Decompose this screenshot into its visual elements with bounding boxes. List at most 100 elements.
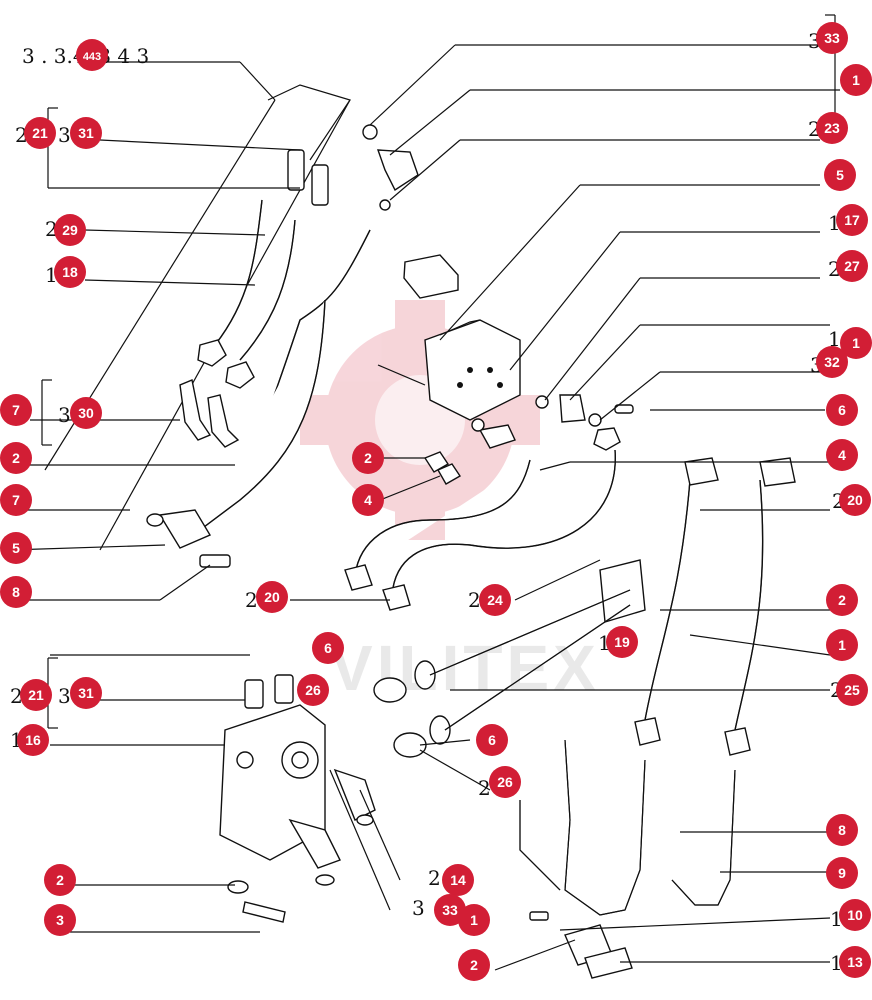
callout-badge-circle (836, 250, 868, 282)
callout-badge-c27[interactable]: 27 (836, 250, 868, 282)
callout-badge-c6b[interactable]: 6 (312, 632, 344, 664)
callout-badge-label: 17 (844, 212, 860, 228)
callout-badge-label: 26 (497, 774, 513, 790)
callout-badge-label: 6 (324, 640, 332, 656)
callout-badge-c25[interactable]: 25 (836, 674, 868, 706)
callout-badge-label: 2 (838, 592, 846, 608)
callout-badge-c1b[interactable]: 1 (458, 904, 490, 936)
callout-badge-c23[interactable]: 23 (816, 112, 848, 144)
callout-badge-c6a[interactable]: 6 (826, 394, 858, 426)
callout-badge-c4a[interactable]: 4 (826, 439, 858, 471)
callout-badge-c1-top[interactable]: 1 (840, 64, 872, 96)
callout-badge-circle (840, 327, 872, 359)
callout-badge-c29[interactable]: 29 (54, 214, 86, 246)
callout-badge-c19[interactable]: 19 (606, 626, 638, 658)
callout-badge-c9[interactable]: 9 (826, 857, 858, 889)
callout-badge-label: 19 (614, 634, 630, 650)
callout-badge-c30[interactable]: 30 (70, 397, 102, 429)
svg-text:3: 3 (58, 684, 71, 708)
callout-badge-c6c[interactable]: 6 (476, 724, 508, 756)
callout-badge-c18[interactable]: 18 (54, 256, 86, 288)
callout-badge-circle (256, 581, 288, 613)
callout-badge-c32[interactable]: 32 (816, 346, 848, 378)
callout-badge-c443[interactable]: 443 (76, 39, 108, 71)
callout-badge-c2d[interactable]: 2 (44, 864, 76, 896)
callout-badge-c8b[interactable]: 8 (0, 576, 32, 608)
callout-badge-c16[interactable]: 16 (17, 724, 49, 756)
callout-badge-c14[interactable]: 14 (442, 864, 474, 896)
callout-badge-c4b[interactable]: 4 (352, 484, 384, 516)
callout-badge-c17[interactable]: 17 (836, 204, 868, 236)
callout-badge-circle (826, 439, 858, 471)
callout-badge-c2c[interactable]: 2 (352, 442, 384, 474)
callout-badge-circle (54, 256, 86, 288)
callout-badge-c3[interactable]: 3 (44, 904, 76, 936)
callout-badge-circle (839, 899, 871, 931)
leader-lines (9, 14, 840, 971)
callout-badge-circle (70, 117, 102, 149)
callout-badge-circle (24, 117, 56, 149)
callout-badge-circle (458, 949, 490, 981)
callout-badge-c7a[interactable]: 7 (0, 394, 32, 426)
callout-badge-c2a[interactable]: 2 (826, 584, 858, 616)
callout-badge-label: 21 (28, 687, 44, 703)
callout-badge-label: 10 (847, 907, 863, 923)
callout-badge-circle (312, 632, 344, 664)
callout-badge-label: 2 (470, 957, 478, 973)
callout-badge-c33-top[interactable]: 33 (816, 22, 848, 54)
callout-badge-label: 1 (838, 637, 846, 653)
callout-badge-c24[interactable]: 24 (479, 584, 511, 616)
callout-badge-label: 7 (12, 402, 20, 418)
callout-badge-label: 23 (824, 120, 840, 136)
callout-badge-label: 33 (442, 902, 458, 918)
callout-badge-circle (17, 724, 49, 756)
callout-badge-c7b[interactable]: 7 (0, 484, 32, 516)
callout-badge-c5[interactable]: 5 (824, 159, 856, 191)
callout-badge-c1a[interactable]: 1 (826, 629, 858, 661)
callout-badge-label: 1 (852, 335, 860, 351)
callout-badge-label: 8 (12, 584, 20, 600)
callout-badge-label: 5 (836, 167, 844, 183)
callout-badge-c11[interactable]: 1 (840, 327, 872, 359)
callout-badge-c31b[interactable]: 31 (70, 677, 102, 709)
callout-badge-label: 27 (844, 258, 860, 274)
svg-text:3: 3 (58, 123, 71, 147)
callout-badge-c13[interactable]: 13 (839, 946, 871, 978)
callout-badge-label: 25 (844, 682, 860, 698)
callout-badge-c5b[interactable]: 5 (0, 532, 32, 564)
callout-badge-c8[interactable]: 8 (826, 814, 858, 846)
callout-badge-c2b[interactable]: 2 (0, 442, 32, 474)
callout-badge-c26a[interactable]: 26 (297, 674, 329, 706)
callout-badge-c21a[interactable]: 21 (24, 117, 56, 149)
svg-text:1: 1 (828, 327, 841, 351)
callout-badge-c31a[interactable]: 31 (70, 117, 102, 149)
callout-badge-circle (352, 484, 384, 516)
svg-text:2: 2 (45, 217, 58, 241)
callout-badge-label: 31 (78, 685, 94, 701)
callout-badge-circle (44, 864, 76, 896)
callout-badge-circle (442, 864, 474, 896)
callout-badge-c20a[interactable]: 20 (839, 484, 871, 516)
callout-badge-circle (826, 857, 858, 889)
callout-badge-label: 8 (838, 822, 846, 838)
callout-badge-label: 14 (450, 872, 466, 888)
callout-badge-label: 26 (305, 682, 321, 698)
callout-badge-c10[interactable]: 10 (839, 899, 871, 931)
callout-badge-c2e[interactable]: 2 (458, 949, 490, 981)
callout-badge-label: 20 (847, 492, 863, 508)
callout-badge-circle (826, 629, 858, 661)
callout-badge-circle (836, 204, 868, 236)
callout-badge-circle (0, 532, 32, 564)
callout-badge-circle (0, 576, 32, 608)
callout-badge-c33b[interactable]: 33 (434, 894, 466, 926)
callout-badge-circle (70, 397, 102, 429)
callout-badge-c26b[interactable]: 26 (489, 766, 521, 798)
callout-badge-circle (44, 904, 76, 936)
svg-text:3: 3 (412, 896, 425, 920)
callout-badge-circle (839, 484, 871, 516)
callout-badge-circle (836, 674, 868, 706)
callout-badge-c21b[interactable]: 21 (20, 679, 52, 711)
callout-badge-circle (476, 724, 508, 756)
callout-badge-c20b[interactable]: 20 (256, 581, 288, 613)
